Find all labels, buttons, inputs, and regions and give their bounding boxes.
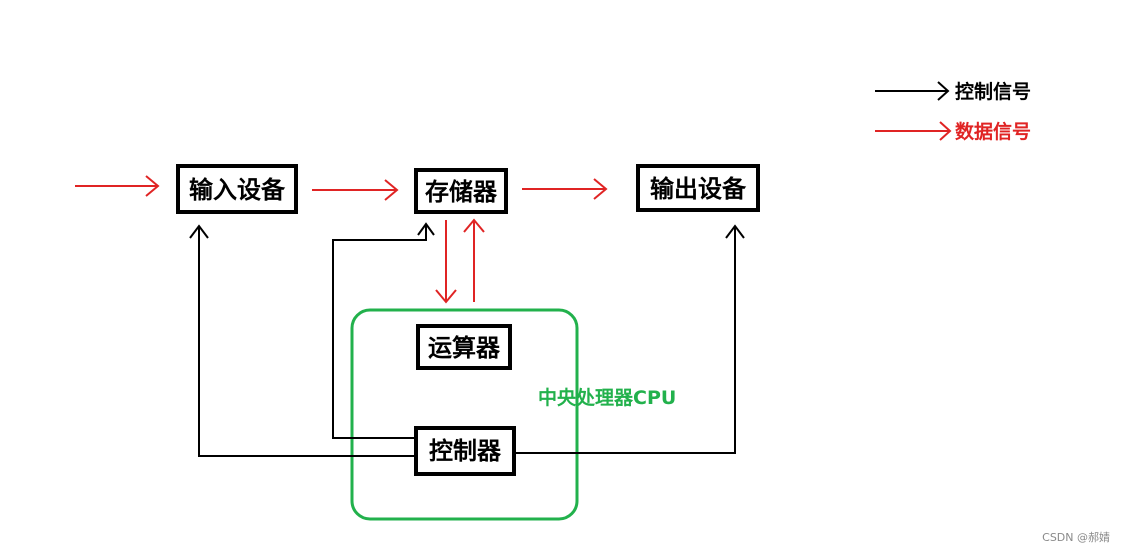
alu-label: 运算器 [428, 334, 501, 362]
watermark: CSDN @郝婧 [1042, 530, 1110, 544]
memory-box: 存储器 [414, 168, 508, 214]
controller-box: 控制器 [414, 426, 516, 476]
cpu-boundary [350, 308, 579, 521]
control-arrow-to-memory [332, 222, 435, 439]
output-device-box: 输出设备 [636, 164, 760, 212]
legend-data-arrow [875, 121, 952, 141]
alu-box: 运算器 [416, 324, 512, 370]
data-arrow-into-input [75, 175, 160, 197]
data-arrow-memory-to-output [522, 178, 608, 200]
legend-data-label: 数据信号 [955, 120, 1031, 143]
output-device-label: 输出设备 [650, 175, 747, 203]
data-arrow-alu-to-memory [463, 218, 485, 302]
input-device-label: 输入设备 [189, 176, 286, 204]
legend-control-label: 控制信号 [955, 80, 1031, 103]
control-arrow-to-output [514, 224, 745, 454]
data-arrow-memory-to-alu [435, 220, 457, 304]
input-device-box: 输入设备 [176, 164, 298, 214]
control-arrow-to-input [189, 224, 416, 457]
legend-control-arrow [875, 81, 950, 101]
memory-label: 存储器 [425, 178, 498, 206]
legend: 控制信号 数据信号 [875, 80, 1031, 143]
cpu-label: 中央处理器CPU [538, 386, 676, 409]
data-arrow-input-to-memory [312, 179, 399, 201]
controller-label: 控制器 [429, 437, 502, 465]
